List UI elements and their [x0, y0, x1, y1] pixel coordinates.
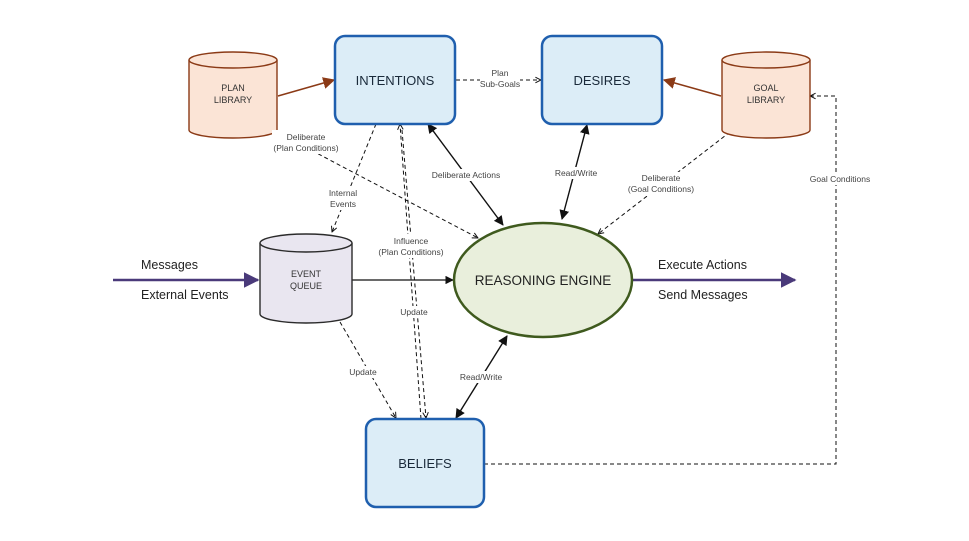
plan-library-cylinder — [188, 51, 278, 139]
output-label-execute-actions: Execute Actions — [658, 258, 747, 272]
input-label-messages: Messages — [141, 258, 198, 272]
input-label-external-events: External Events — [141, 288, 229, 302]
event-queue-label-line1: EVENT — [291, 269, 322, 279]
beliefs-box — [364, 417, 486, 509]
goal-library-label-line2: LIBRARY — [747, 95, 785, 105]
edge-label-deliberate-actions: Deliberate Actions — [432, 170, 501, 180]
desires-box — [540, 34, 664, 126]
edge-label-deliberate-plan-1: Deliberate — [287, 132, 326, 142]
edge-label-read-write-desires: Read/Write — [555, 168, 598, 178]
edge-label-update-center: Update — [400, 307, 428, 317]
edge-queue-to-beliefs — [339, 321, 396, 418]
reasoning-engine-label: REASONING ENGINE — [475, 273, 612, 288]
edge-label-update-queue: Update — [349, 367, 377, 377]
event-queue-cylinder — [259, 233, 353, 324]
edge-beliefs-to-intentions — [400, 124, 422, 420]
event-queue-label-line2: QUEUE — [290, 281, 322, 291]
edge-goal-library-to-desires — [662, 77, 722, 97]
edge-label-deliberate-plan-2: (Plan Conditions) — [273, 143, 338, 153]
plan-library-label-line1: PLAN — [221, 83, 245, 93]
edge-label-plan: Plan — [491, 68, 508, 78]
edge-beliefs-to-goal-library — [484, 96, 837, 465]
output-label-send-messages: Send Messages — [658, 288, 748, 302]
reasoning-engine — [452, 221, 634, 339]
edge-label-read-write-beliefs: Read/Write — [460, 372, 503, 382]
goal-library-cylinder — [721, 51, 811, 139]
desires-label: DESIRES — [573, 73, 630, 88]
plan-library-label-line2: LIBRARY — [214, 95, 252, 105]
edge-label-influence-1: Influence — [394, 236, 429, 246]
edge-label-internal-1: Internal — [329, 188, 357, 198]
edge-intentions-to-beliefs — [401, 129, 426, 418]
edge-label-subgoals: Sub-Goals — [480, 79, 520, 89]
edge-label-goal-conditions: Goal Conditions — [810, 174, 870, 184]
edge-label-influence-2: (Plan Conditions) — [378, 247, 443, 257]
beliefs-label: BELIEFS — [398, 456, 452, 471]
goal-library-label-line1: GOAL — [753, 83, 778, 93]
edge-plan-library-to-intentions — [277, 77, 336, 97]
edge-label-deliberate-goal-1: Deliberate — [642, 173, 681, 183]
edge-label-deliberate-goal-2: (Goal Conditions) — [628, 184, 694, 194]
intentions-label: INTENTIONS — [356, 73, 435, 88]
edge-label-internal-2: Events — [330, 199, 356, 209]
edge-intentions-to-queue — [332, 123, 377, 232]
intentions-box — [333, 34, 457, 126]
